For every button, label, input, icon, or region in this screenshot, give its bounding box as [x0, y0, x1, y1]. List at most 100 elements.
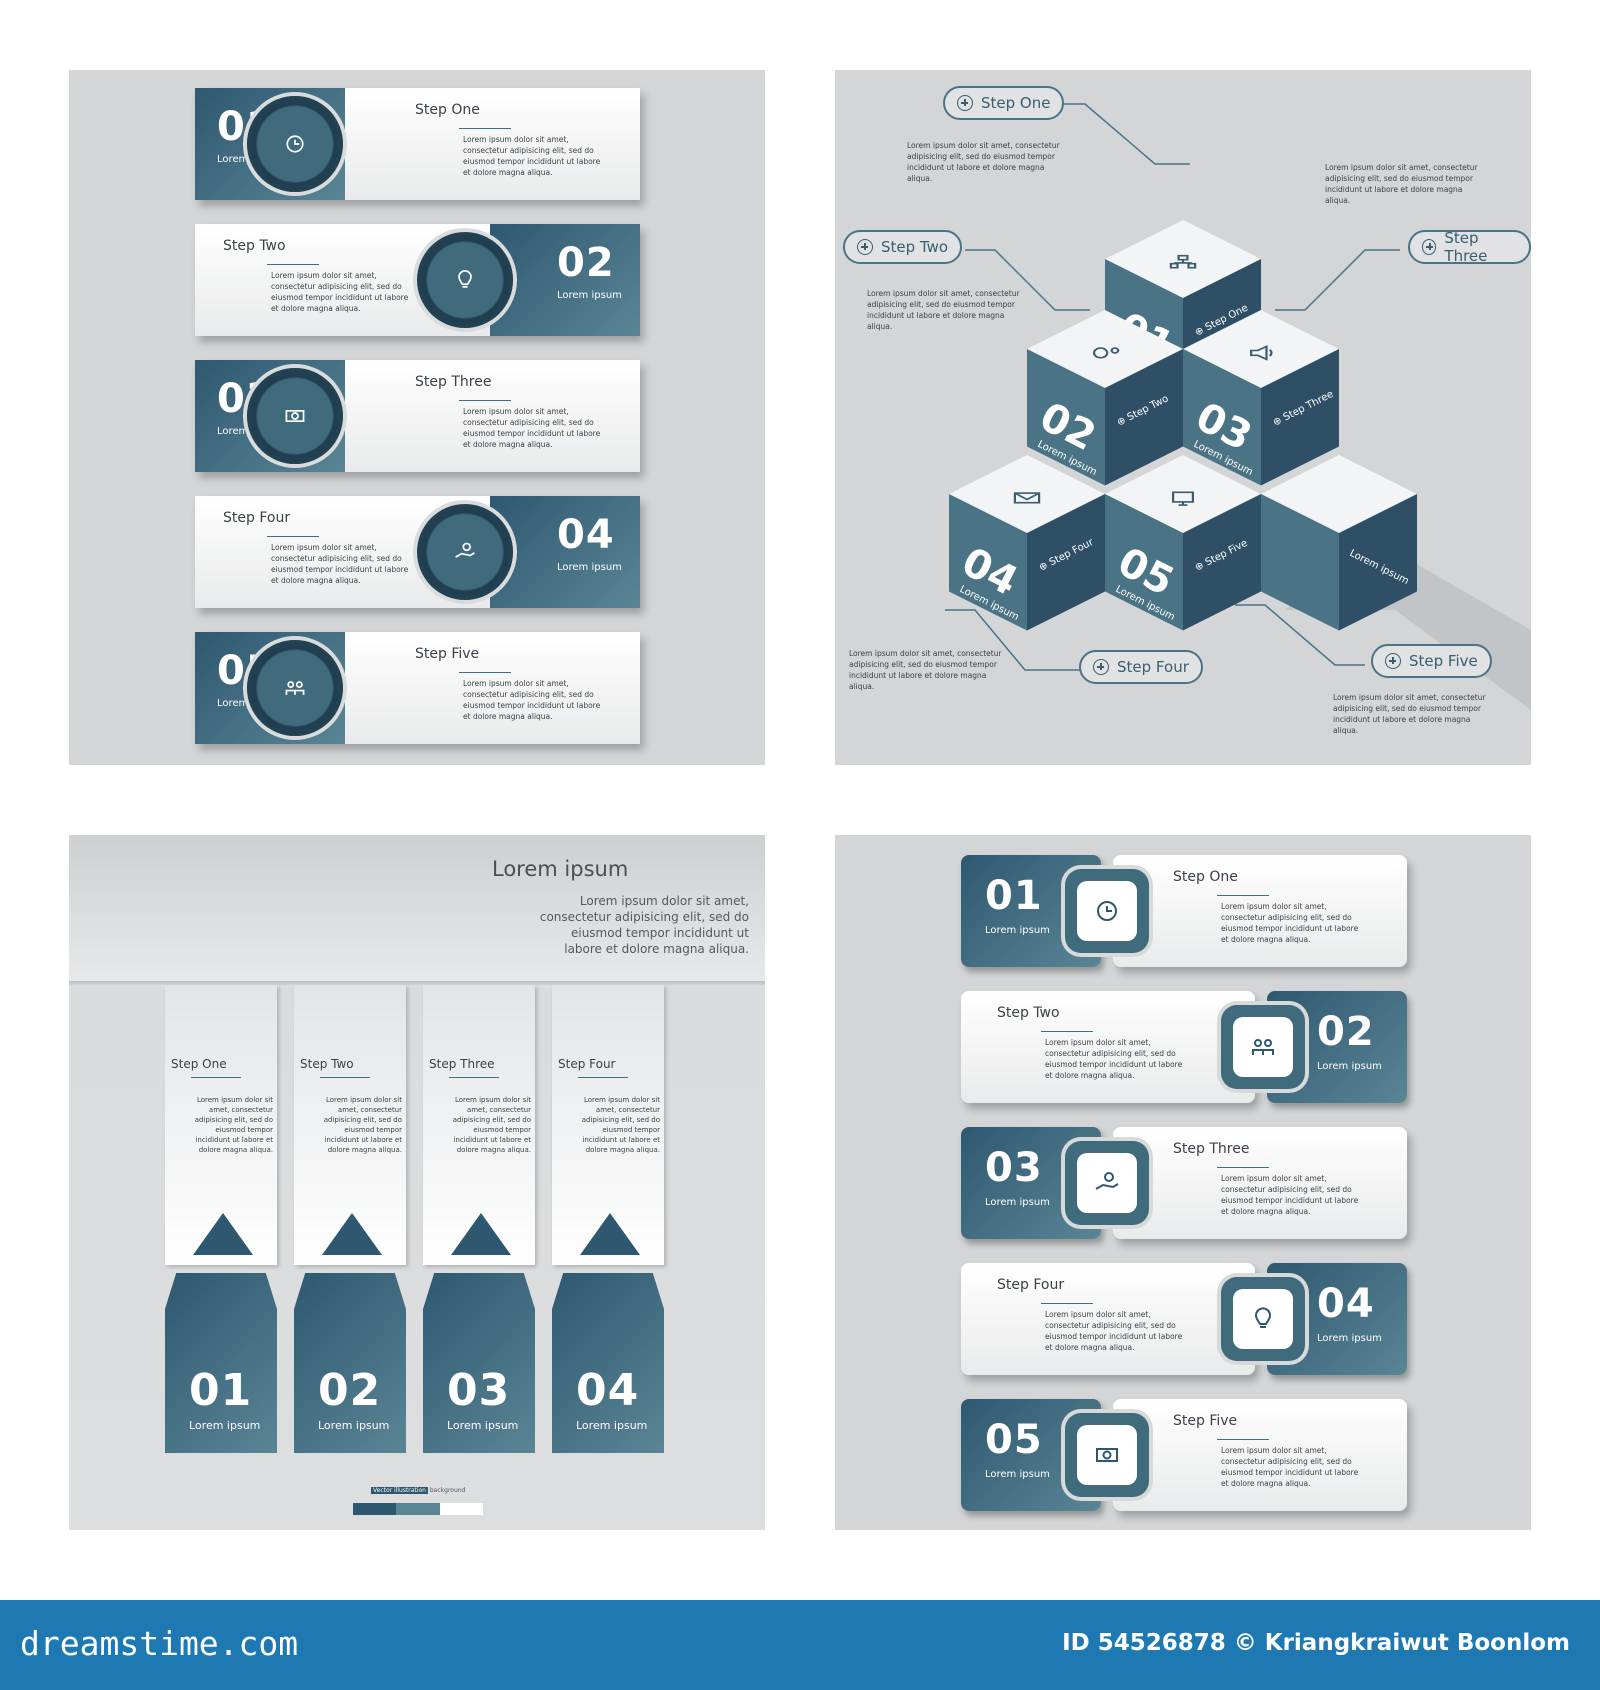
pill-label: Step Three	[1444, 229, 1488, 265]
step-title: Step Two	[997, 1005, 1060, 1021]
step-title: Step Three	[1173, 1141, 1250, 1157]
money-icon	[285, 410, 305, 422]
title-underline	[320, 1077, 370, 1078]
step-number: 05	[985, 1417, 1043, 1463]
plus-circle-icon	[857, 239, 873, 255]
money-icon	[1096, 1448, 1118, 1462]
triangle-up-icon	[580, 1213, 640, 1255]
step-column: Step Two Lorem ipsum dolor sit amet, con…	[294, 985, 406, 1265]
step-number-caption: Lorem ipsum	[557, 562, 622, 573]
step-number: 04	[557, 512, 615, 558]
hand-coin-icon	[1095, 1172, 1119, 1190]
monitor-icon	[1171, 491, 1195, 506]
step-description: Lorem ipsum dolor sit amet, consectetur …	[1045, 1038, 1183, 1080]
step-number-tab: 04 Lorem ipsum	[552, 1273, 664, 1453]
icon-tile	[1077, 1425, 1137, 1485]
step-number-tab: 01 Lorem ipsum	[165, 1273, 277, 1453]
title-underline	[459, 128, 511, 129]
step-pill[interactable]: Step Three	[1408, 229, 1531, 265]
step-description: Lorem ipsum dolor sit amet, consectetur …	[271, 271, 409, 313]
step-description: Lorem ipsum dolor sit amet, consectetur …	[452, 1096, 531, 1154]
step-number-caption: Lorem ipsum	[985, 1197, 1050, 1208]
step-column: Step Four Lorem ipsum dolor sit amet, co…	[552, 985, 664, 1265]
step-title: Step Three	[429, 1057, 495, 1071]
cube	[1183, 310, 1339, 486]
step-column: Step Three Lorem ipsum dolor sit amet, c…	[423, 985, 535, 1265]
pill-label: Step Two	[881, 238, 949, 256]
envelope-icon	[1013, 492, 1041, 504]
cube	[1105, 455, 1261, 631]
step-number: 01	[189, 1365, 253, 1416]
icon-ring	[247, 368, 343, 464]
step-number-caption: Lorem ipsum	[1317, 1061, 1382, 1072]
footer-logo[interactable]: dreamstime.com	[20, 1624, 299, 1663]
hand-coin-icon	[455, 542, 475, 558]
title-underline	[1217, 1439, 1269, 1440]
connector-line	[1063, 103, 1190, 165]
step-card	[1113, 855, 1407, 967]
connector-line	[1275, 249, 1400, 311]
header-band	[69, 835, 765, 985]
step-number-block	[490, 496, 640, 608]
color-swatches	[353, 1503, 483, 1515]
step-number-caption: Lorem ipsum	[557, 290, 622, 301]
caption: Vector illustration background	[371, 1487, 465, 1494]
title-underline	[459, 400, 511, 401]
caption-left: Vector illustration	[371, 1487, 428, 1494]
step-title: Step Three	[415, 374, 492, 390]
step-number-tab: 03 Lorem ipsum	[423, 1273, 535, 1453]
title-underline	[449, 1077, 499, 1078]
step-description: Lorem ipsum dolor sit amet, consectetur …	[1221, 1174, 1359, 1216]
plus-circle-icon	[1093, 659, 1109, 675]
step-description: Lorem ipsum dolor sit amet, consectetur …	[581, 1096, 660, 1154]
panel-heading: Lorem ipsum	[492, 857, 629, 881]
step-number-caption: Lorem ipsum	[318, 1419, 390, 1432]
pill-label: Step Four	[1117, 658, 1189, 676]
step-description: Lorem ipsum dolor sit amet, consectetur …	[907, 141, 1060, 183]
title-underline	[1041, 1303, 1093, 1304]
plus-circle-icon	[1385, 653, 1401, 669]
step-pill[interactable]: Step Five	[1371, 644, 1492, 678]
gears-icon	[1092, 347, 1120, 359]
icon-tile	[1077, 1153, 1137, 1213]
step-title: Step One	[415, 102, 480, 118]
step-number-caption: Lorem ipsum	[189, 1419, 261, 1432]
step-card	[961, 991, 1255, 1103]
network-icon	[1169, 254, 1197, 269]
step-description: Lorem ipsum dolor sit amet, consectetur …	[323, 1096, 402, 1154]
step-pill[interactable]: Step Two	[843, 230, 963, 264]
step-pill[interactable]: Step One	[943, 86, 1065, 120]
people-icon	[285, 681, 305, 695]
step-number: 03	[985, 1145, 1043, 1191]
step-title: Step One	[171, 1057, 227, 1071]
title-underline	[191, 1077, 241, 1078]
plus-circle-icon	[957, 95, 973, 111]
step-title: Step Four	[997, 1277, 1065, 1293]
caption-right: background	[429, 1487, 466, 1494]
step-title: Step Five	[415, 646, 480, 662]
step-number-caption: Lorem ipsum	[447, 1419, 519, 1432]
title-underline	[1041, 1031, 1093, 1032]
step-number-caption: Lorem ipsum	[985, 1469, 1050, 1480]
icon-tile	[1233, 1017, 1293, 1077]
step-title: Step Two	[300, 1057, 354, 1071]
footer-bar: dreamstime.com ID 54526878 © Kriangkraiw…	[0, 1600, 1600, 1690]
step-number-caption: Lorem ipsum	[985, 925, 1050, 936]
people-icon	[1252, 1039, 1274, 1055]
title-underline	[1217, 1167, 1269, 1168]
icon-ring	[247, 640, 343, 736]
step-pill[interactable]: Step Four	[1079, 650, 1203, 684]
triangle-up-icon	[322, 1213, 382, 1255]
